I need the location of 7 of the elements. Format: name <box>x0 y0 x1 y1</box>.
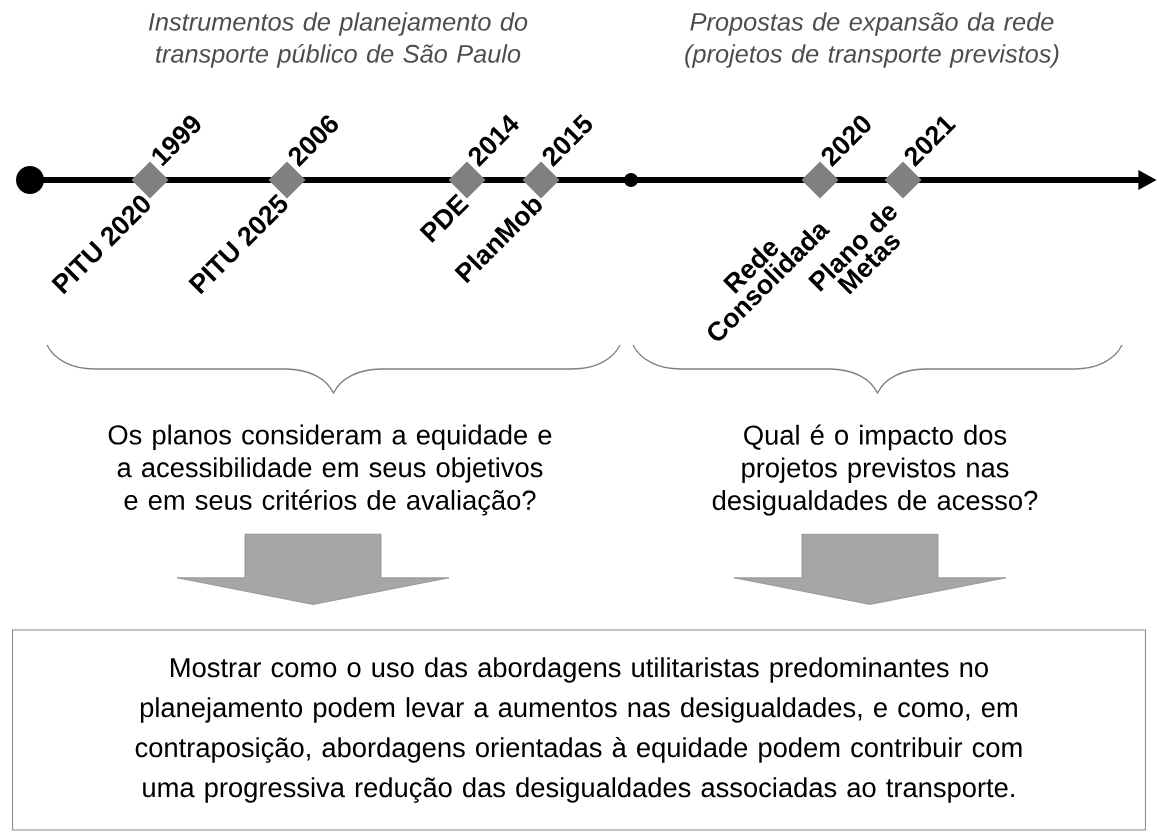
text-box: Mostrar como o uso das abordagens utilitaristas predominantes no planejamento podem levar a aumentos nas desigualdades, e como, em contraposição, abordagens orientadas à equidade podem contribuir com uma progressiva redução das desigualdades associadas ao transporte. <box>12 629 1146 831</box>
block-arrow <box>733 533 1007 605</box>
section-heading: Instrumentos de planejamento do transporte público de São Paulo <box>148 12 528 68</box>
block-arrow <box>176 533 450 605</box>
question-text: Os planos consideram a equidade e a acessibilidade em seus objetivos e em seus critérios de avaliação? <box>108 424 552 516</box>
question-text: Qual é o impacto dos projetos previstos nas desigualdades de acesso? <box>712 424 1038 516</box>
section-heading: Propostas de expansão da rede (projetos de transporte previstos) <box>685 12 1059 68</box>
